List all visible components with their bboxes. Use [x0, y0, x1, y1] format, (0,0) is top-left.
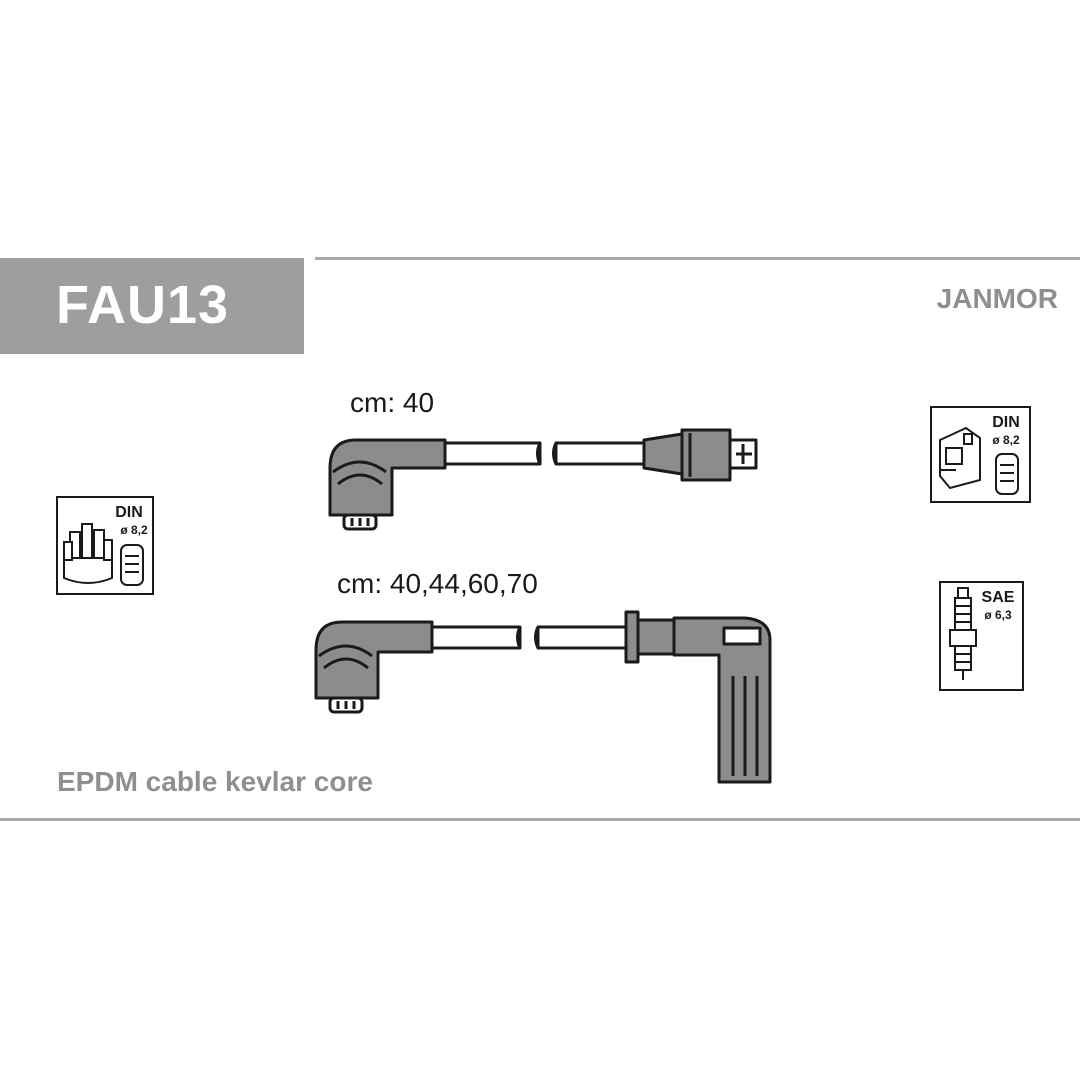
distributor-diameter: ø 8,2 — [120, 523, 148, 537]
plug-standard: SAE — [982, 589, 1015, 606]
lead-1-length-label: cm: 40 — [350, 387, 435, 418]
lead-1-straight-connector — [642, 428, 758, 482]
lead-2-plug-boot — [624, 610, 772, 784]
distributor-cap-icon — [63, 523, 113, 584]
lead-2-cable — [430, 625, 628, 650]
spark-plug-icon — [949, 587, 977, 680]
distributor-standard: DIN — [115, 504, 143, 521]
coil-standard: DIN — [992, 414, 1020, 431]
lead-2-length-label: cm: 40,44,60,70 — [337, 568, 538, 599]
lead-1-cable — [443, 441, 646, 466]
lead-1 — [328, 428, 758, 531]
plug-diameter: ø 6,3 — [984, 608, 1012, 622]
lead-2 — [314, 610, 772, 784]
coil-diameter: ø 8,2 — [992, 433, 1020, 447]
lead-1-angled-boot — [328, 438, 447, 531]
boot-end-icon — [120, 544, 144, 586]
lead-2-angled-boot — [314, 620, 434, 714]
footer-divider — [0, 818, 1080, 821]
coil-badge: DIN ø 8,2 — [930, 406, 1031, 503]
brand-name: JANMOR — [936, 283, 1058, 314]
cable-material-note: EPDM cable kevlar core — [57, 766, 373, 797]
plug-badge: SAE ø 6,3 — [939, 581, 1024, 691]
boot-end-icon — [995, 453, 1019, 495]
distributor-badge: DIN ø 8,2 — [56, 496, 154, 595]
part-code-box — [0, 258, 304, 354]
part-code: FAU13 — [56, 275, 230, 335]
ignition-coil-icon — [939, 426, 981, 490]
header-divider — [315, 257, 1080, 260]
